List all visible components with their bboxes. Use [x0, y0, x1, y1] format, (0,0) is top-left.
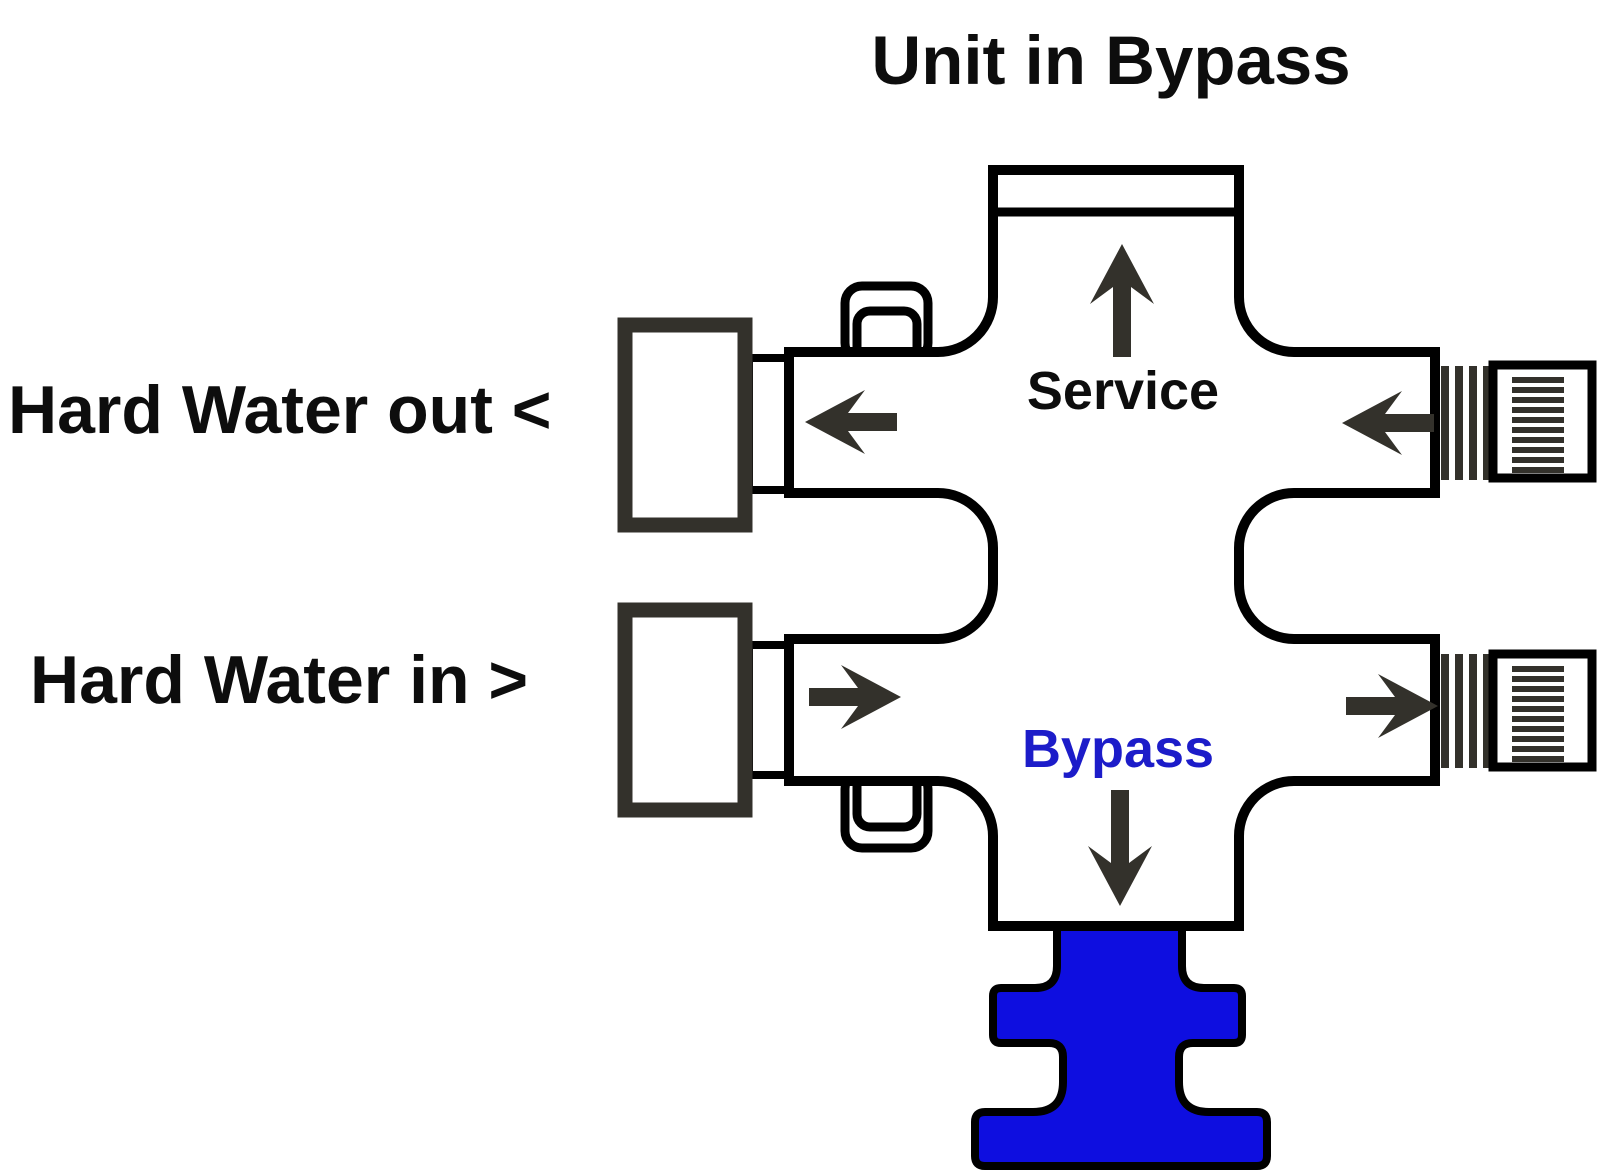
valve-body [784, 165, 1440, 931]
inlet-right-arrow-icon [809, 665, 901, 729]
service-label: Service [1027, 361, 1219, 421]
hard-water-in-label: Hard Water in > [30, 642, 528, 718]
threads-top-icon [1441, 366, 1491, 480]
cap-knurl-bottom-icon [1512, 666, 1564, 762]
outlet-left-arrow-icon [805, 390, 897, 454]
port-right-arrow-icon [1346, 674, 1438, 738]
port-left-arrow-icon [1342, 391, 1434, 455]
inlet-pipe-fitting [617, 602, 753, 818]
service-up-arrow-icon [1090, 244, 1154, 357]
outlet-pipe-fitting [617, 317, 753, 533]
threaded-cap-bottom [1441, 649, 1597, 772]
hard-water-out-label: Hard Water out < [8, 372, 551, 448]
inlet-collar [745, 641, 793, 779]
outlet-fitting [617, 317, 793, 533]
inlet-fitting [617, 602, 793, 818]
cap-knurl-top-icon [1512, 377, 1564, 473]
diagram-title: Unit in Bypass [871, 22, 1350, 99]
outlet-collar [745, 354, 793, 494]
bypass-down-arrow-icon [1088, 790, 1152, 906]
threaded-cap-top [1441, 360, 1597, 483]
bypass-handle [971, 920, 1271, 1170]
threads-bottom-icon [1441, 654, 1491, 768]
bypass-label: Bypass [1022, 719, 1214, 779]
